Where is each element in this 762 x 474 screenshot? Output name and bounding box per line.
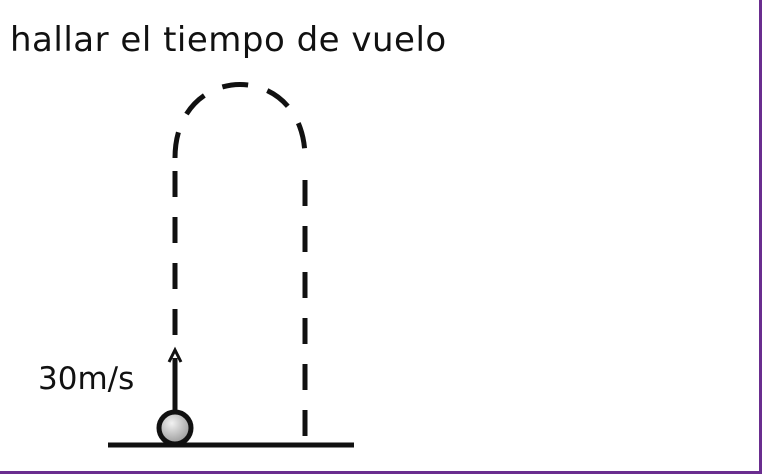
velocity-arrow-icon [167, 346, 183, 363]
ball [156, 409, 194, 447]
velocity-label: 30m/s [38, 361, 134, 397]
apex-arc [172, 82, 308, 159]
problem-title: hallar el tiempo de vuelo [10, 20, 447, 60]
